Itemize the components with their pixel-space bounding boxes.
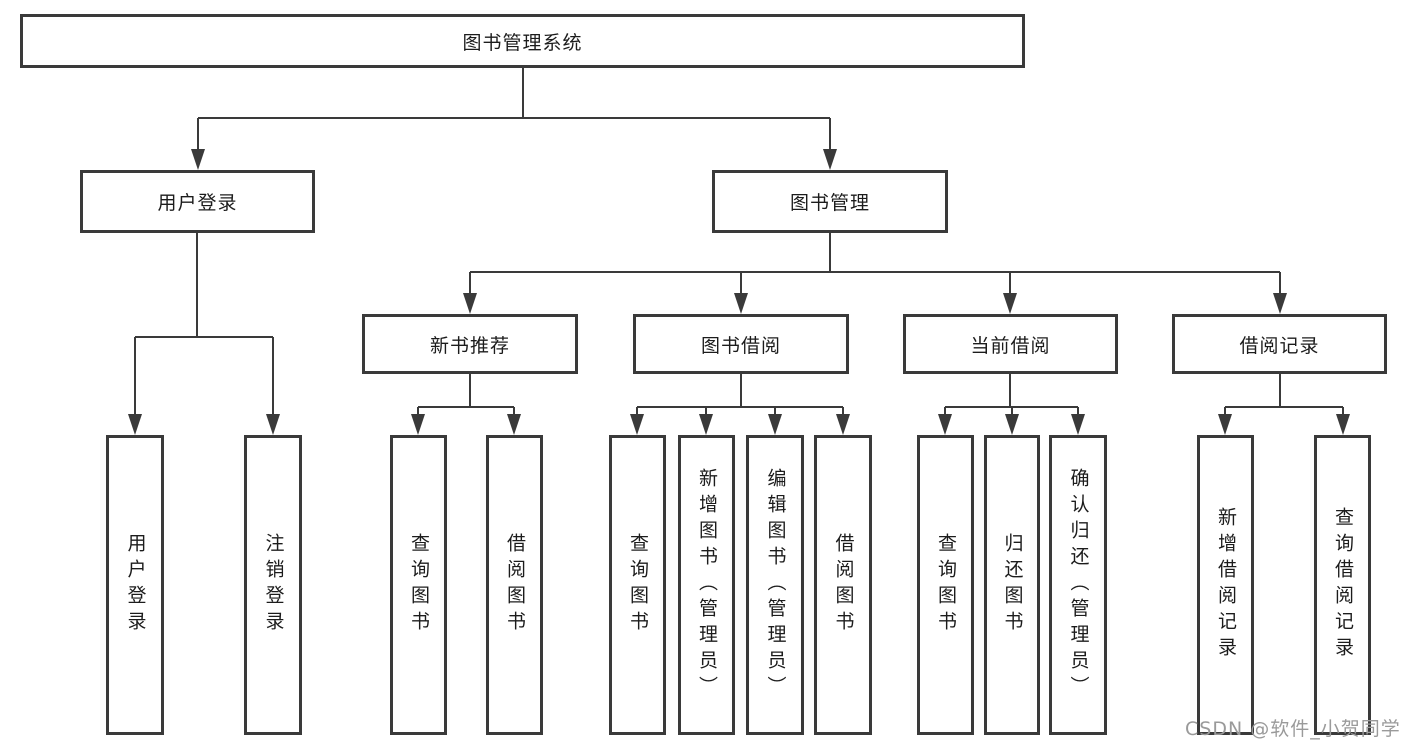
leaf-label: 查询借阅记录 bbox=[1331, 507, 1354, 663]
leaf-label: 注销登录 bbox=[262, 533, 285, 637]
leaf-add-books-admin: 新增图书（管理员） bbox=[678, 435, 735, 735]
node-label: 图书管理系统 bbox=[462, 31, 583, 54]
leaf-return-books: 归还图书 bbox=[984, 435, 1040, 735]
leaf-label: 归还图书 bbox=[1001, 533, 1024, 637]
leaf-label: 查询图书 bbox=[934, 533, 957, 637]
leaf-label: 借阅图书 bbox=[503, 533, 526, 637]
leaf-borrow-books: 借阅图书 bbox=[814, 435, 872, 735]
leaf-label: 确认归还（管理员） bbox=[1067, 468, 1090, 702]
node-label: 图书管理 bbox=[789, 192, 870, 214]
leaf-query-borrow-record: 查询借阅记录 bbox=[1314, 435, 1371, 735]
leaf-label: 查询图书 bbox=[407, 533, 430, 637]
leaf-query-books-borrow: 查询图书 bbox=[609, 435, 666, 735]
node-book-management: 图书管理 bbox=[712, 170, 948, 233]
node-root-library-system: 图书管理系统 bbox=[20, 14, 1025, 68]
leaf-borrow-books-recommend: 借阅图书 bbox=[486, 435, 543, 735]
node-current-borrowing: 当前借阅 bbox=[903, 314, 1118, 374]
leaf-query-books-current: 查询图书 bbox=[917, 435, 974, 735]
leaf-user-login: 用户登录 bbox=[106, 435, 164, 735]
node-label: 借阅记录 bbox=[1239, 334, 1320, 357]
node-user-login: 用户登录 bbox=[80, 170, 315, 233]
leaf-label: 新增图书（管理员） bbox=[695, 468, 718, 702]
node-label: 图书借阅 bbox=[700, 334, 781, 357]
node-label: 当前借阅 bbox=[970, 334, 1051, 357]
leaf-logout: 注销登录 bbox=[244, 435, 302, 735]
leaf-edit-books-admin: 编辑图书（管理员） bbox=[746, 435, 804, 735]
node-new-book-recommend: 新书推荐 bbox=[362, 314, 578, 374]
leaf-label: 新增借阅记录 bbox=[1214, 507, 1237, 663]
csdn-watermark: CSDN @软件_小贺同学 bbox=[1185, 718, 1401, 740]
leaf-label: 编辑图书（管理员） bbox=[764, 468, 787, 702]
node-label: 新书推荐 bbox=[429, 334, 510, 357]
leaf-label: 用户登录 bbox=[124, 533, 147, 637]
leaf-add-borrow-record: 新增借阅记录 bbox=[1197, 435, 1254, 735]
leaf-query-books-recommend: 查询图书 bbox=[390, 435, 447, 735]
node-book-borrowing: 图书借阅 bbox=[633, 314, 849, 374]
node-borrowing-records: 借阅记录 bbox=[1172, 314, 1387, 374]
leaf-confirm-return-admin: 确认归还（管理员） bbox=[1049, 435, 1107, 735]
leaf-label: 借阅图书 bbox=[832, 533, 855, 637]
node-label: 用户登录 bbox=[157, 192, 238, 214]
leaf-label: 查询图书 bbox=[626, 533, 649, 637]
